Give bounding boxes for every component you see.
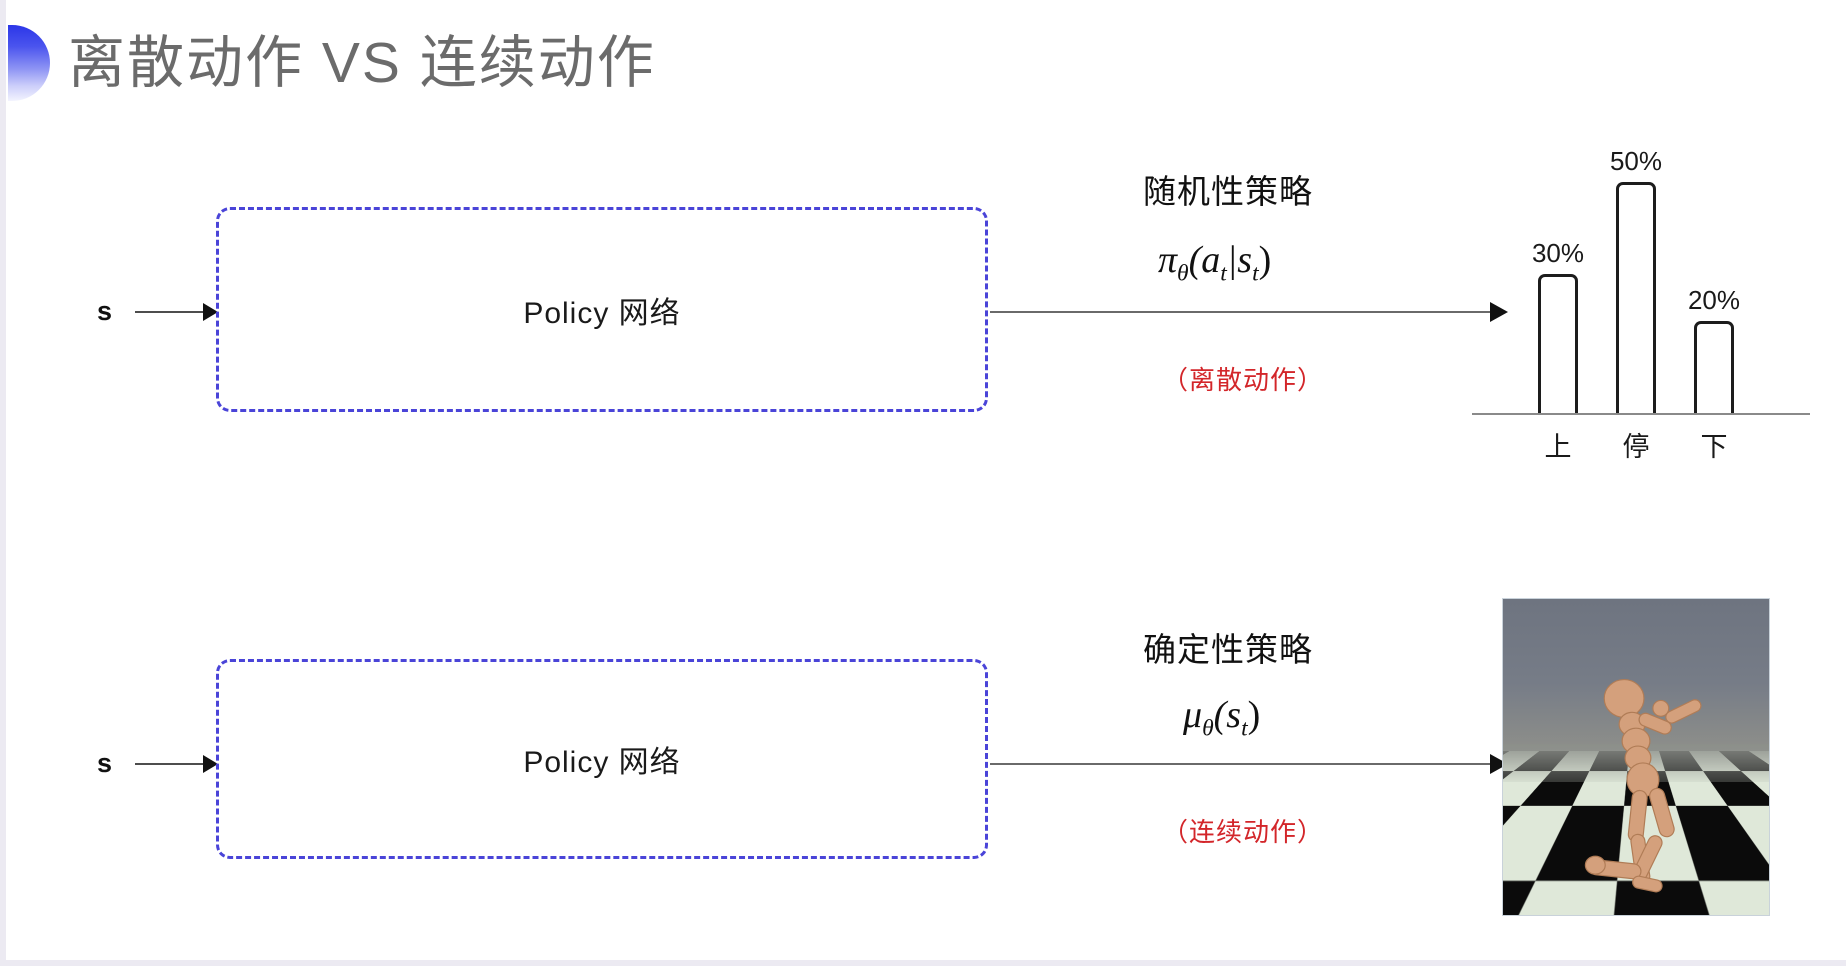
formula-t-subscript-2: t bbox=[1252, 260, 1259, 287]
deterministic-policy-title: 确定性策略 bbox=[1143, 631, 1313, 668]
page-title: 离散动作 VS 连续动作 bbox=[68, 31, 656, 95]
formula-given-state: |s bbox=[1226, 239, 1253, 281]
policy-network-label-top: Policy 网络 bbox=[523, 296, 681, 330]
stochastic-policy-title: 随机性策略 bbox=[1143, 173, 1313, 210]
formula-mu-symbol: μ bbox=[1183, 694, 1203, 736]
state-input-label-bottom: s bbox=[97, 748, 113, 778]
bar-上 bbox=[1538, 274, 1578, 413]
continuous-action-note: （连续动作） bbox=[1162, 817, 1325, 847]
input-arrow-head-bottom bbox=[203, 755, 218, 773]
bar-value-label-停: 50% bbox=[1609, 146, 1663, 176]
output-arrow-line-top bbox=[990, 311, 1494, 313]
formula-close-paren-2: ) bbox=[1247, 694, 1261, 736]
humanoid-simulation-image bbox=[1502, 598, 1770, 916]
discrete-action-bar-chart: 30% 上 50% 停 20% 下 bbox=[1466, 110, 1846, 462]
formula-close-paren: ) bbox=[1258, 239, 1272, 281]
formula-open-state: (s bbox=[1213, 694, 1242, 736]
discrete-action-note: （离散动作） bbox=[1162, 365, 1325, 395]
formula-t-subscript-3: t bbox=[1241, 715, 1248, 742]
bar-category-label-下: 下 bbox=[1700, 432, 1728, 462]
formula-t-subscript-1: t bbox=[1220, 260, 1227, 287]
bar-category-label-停: 停 bbox=[1622, 432, 1650, 462]
stochastic-policy-formula: πθ(at|st) bbox=[1158, 238, 1271, 288]
left-edge-strip bbox=[0, 0, 6, 966]
bar-value-label-下: 20% bbox=[1687, 284, 1741, 315]
bar-category-label-上: 上 bbox=[1544, 432, 1572, 462]
input-arrow-line-top bbox=[135, 311, 207, 313]
input-arrow-head-top bbox=[203, 303, 218, 321]
title-bullet-icon bbox=[8, 25, 50, 101]
state-input-label-top: s bbox=[97, 296, 113, 326]
deterministic-policy-formula: μθ(st) bbox=[1183, 693, 1260, 743]
bar-value-label-上: 30% bbox=[1531, 238, 1585, 269]
formula-theta-subscript: θ bbox=[1177, 260, 1189, 287]
bar-停 bbox=[1616, 182, 1656, 413]
bottom-edge-strip bbox=[0, 960, 1846, 966]
humanoid-figure bbox=[1584, 678, 1702, 893]
formula-pi-symbol: π bbox=[1158, 239, 1178, 281]
bar-下 bbox=[1694, 320, 1734, 413]
output-arrow-head-top bbox=[1490, 302, 1508, 322]
formula-theta-subscript-2: θ bbox=[1202, 715, 1214, 742]
output-arrow-line-bottom bbox=[990, 763, 1494, 765]
policy-network-box-bottom[interactable]: Policy 网络 bbox=[216, 659, 988, 859]
chart-x-axis bbox=[1472, 413, 1810, 415]
input-arrow-line-bottom bbox=[135, 763, 207, 765]
policy-network-box-top[interactable]: Policy 网络 bbox=[216, 207, 988, 412]
policy-network-label-bottom: Policy 网络 bbox=[523, 746, 681, 779]
formula-open-action: (a bbox=[1188, 239, 1221, 281]
